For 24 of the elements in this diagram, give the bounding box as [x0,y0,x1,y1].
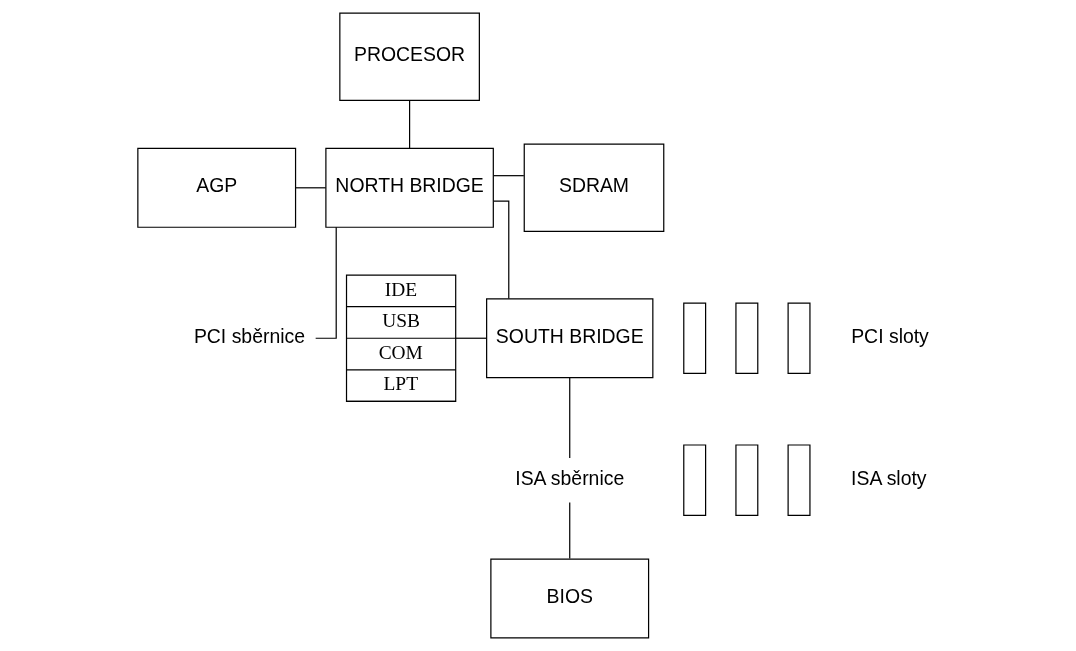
node-bar [734,302,758,375]
node-text: ISA sběrnice [514,466,624,489]
connector [294,187,326,189]
connector [314,226,337,339]
node-bar [682,302,706,375]
connector [454,337,487,339]
node-bar [682,444,706,516]
node-bar [787,302,811,375]
node-text: PCI sběrnice [193,324,305,347]
node-box: PROCESOR [338,12,480,102]
label: ISA sloty [850,466,927,489]
connector [568,501,570,560]
connector [408,100,410,149]
node-bar [734,444,758,516]
connector [568,377,570,459]
node-box: AGP [136,147,296,228]
node-bar [787,444,811,516]
label: PCI sloty [850,324,929,347]
node-box: SOUTH BRIDGE [485,298,653,379]
connector [492,175,524,177]
connector [492,200,509,300]
node-box: SDRAM [523,143,664,233]
node-box: BIOS [489,558,649,639]
node-box: NORTH BRIDGE [324,147,494,228]
